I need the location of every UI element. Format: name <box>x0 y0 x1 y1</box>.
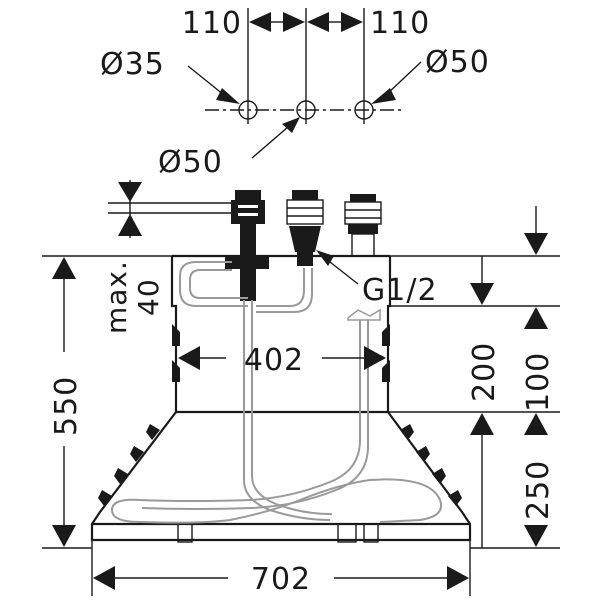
spacing-right-label: 110 <box>370 6 430 41</box>
total-height-dimension: 550 <box>42 255 172 549</box>
inner-width-dimension: 402 <box>178 343 386 378</box>
hole-center-diameter-label: Ø50 <box>158 145 223 180</box>
hoses <box>110 261 442 524</box>
hole-pattern: 110 110 Ø35 Ø50 Ø50 <box>100 6 490 180</box>
hole-center <box>296 100 316 120</box>
lower-height-label: 250 <box>521 460 556 520</box>
spacing-arrows <box>249 12 363 32</box>
right-dimensions: 200 100 250 <box>388 206 560 549</box>
spacing-left-label: 110 <box>182 6 242 41</box>
hole-right-diameter-label: Ø50 <box>425 45 490 80</box>
total-height-label: 550 <box>49 376 84 436</box>
deck-thickness-dimension: max. 40 <box>100 180 232 334</box>
hole-left <box>238 100 258 120</box>
hole-right <box>354 100 374 120</box>
fitting-middle <box>286 190 324 266</box>
total-width-label: 702 <box>251 562 311 597</box>
fitting-right <box>344 194 382 257</box>
total-width-dimension: 702 <box>91 540 471 597</box>
body <box>90 254 472 543</box>
fitting-left <box>225 190 269 301</box>
thread-dimension: G1/2 <box>316 250 438 308</box>
thread-label: G1/2 <box>362 273 438 308</box>
upper-height-label: 200 <box>467 342 502 402</box>
deck-thickness-label-value: 40 <box>132 278 165 316</box>
fittings <box>225 190 382 301</box>
deck-thickness-label-max: max. <box>100 260 133 334</box>
right-upper-label: 100 <box>521 352 556 412</box>
hole-left-diameter-label: Ø35 <box>100 47 165 82</box>
inner-width-label: 402 <box>244 343 304 378</box>
